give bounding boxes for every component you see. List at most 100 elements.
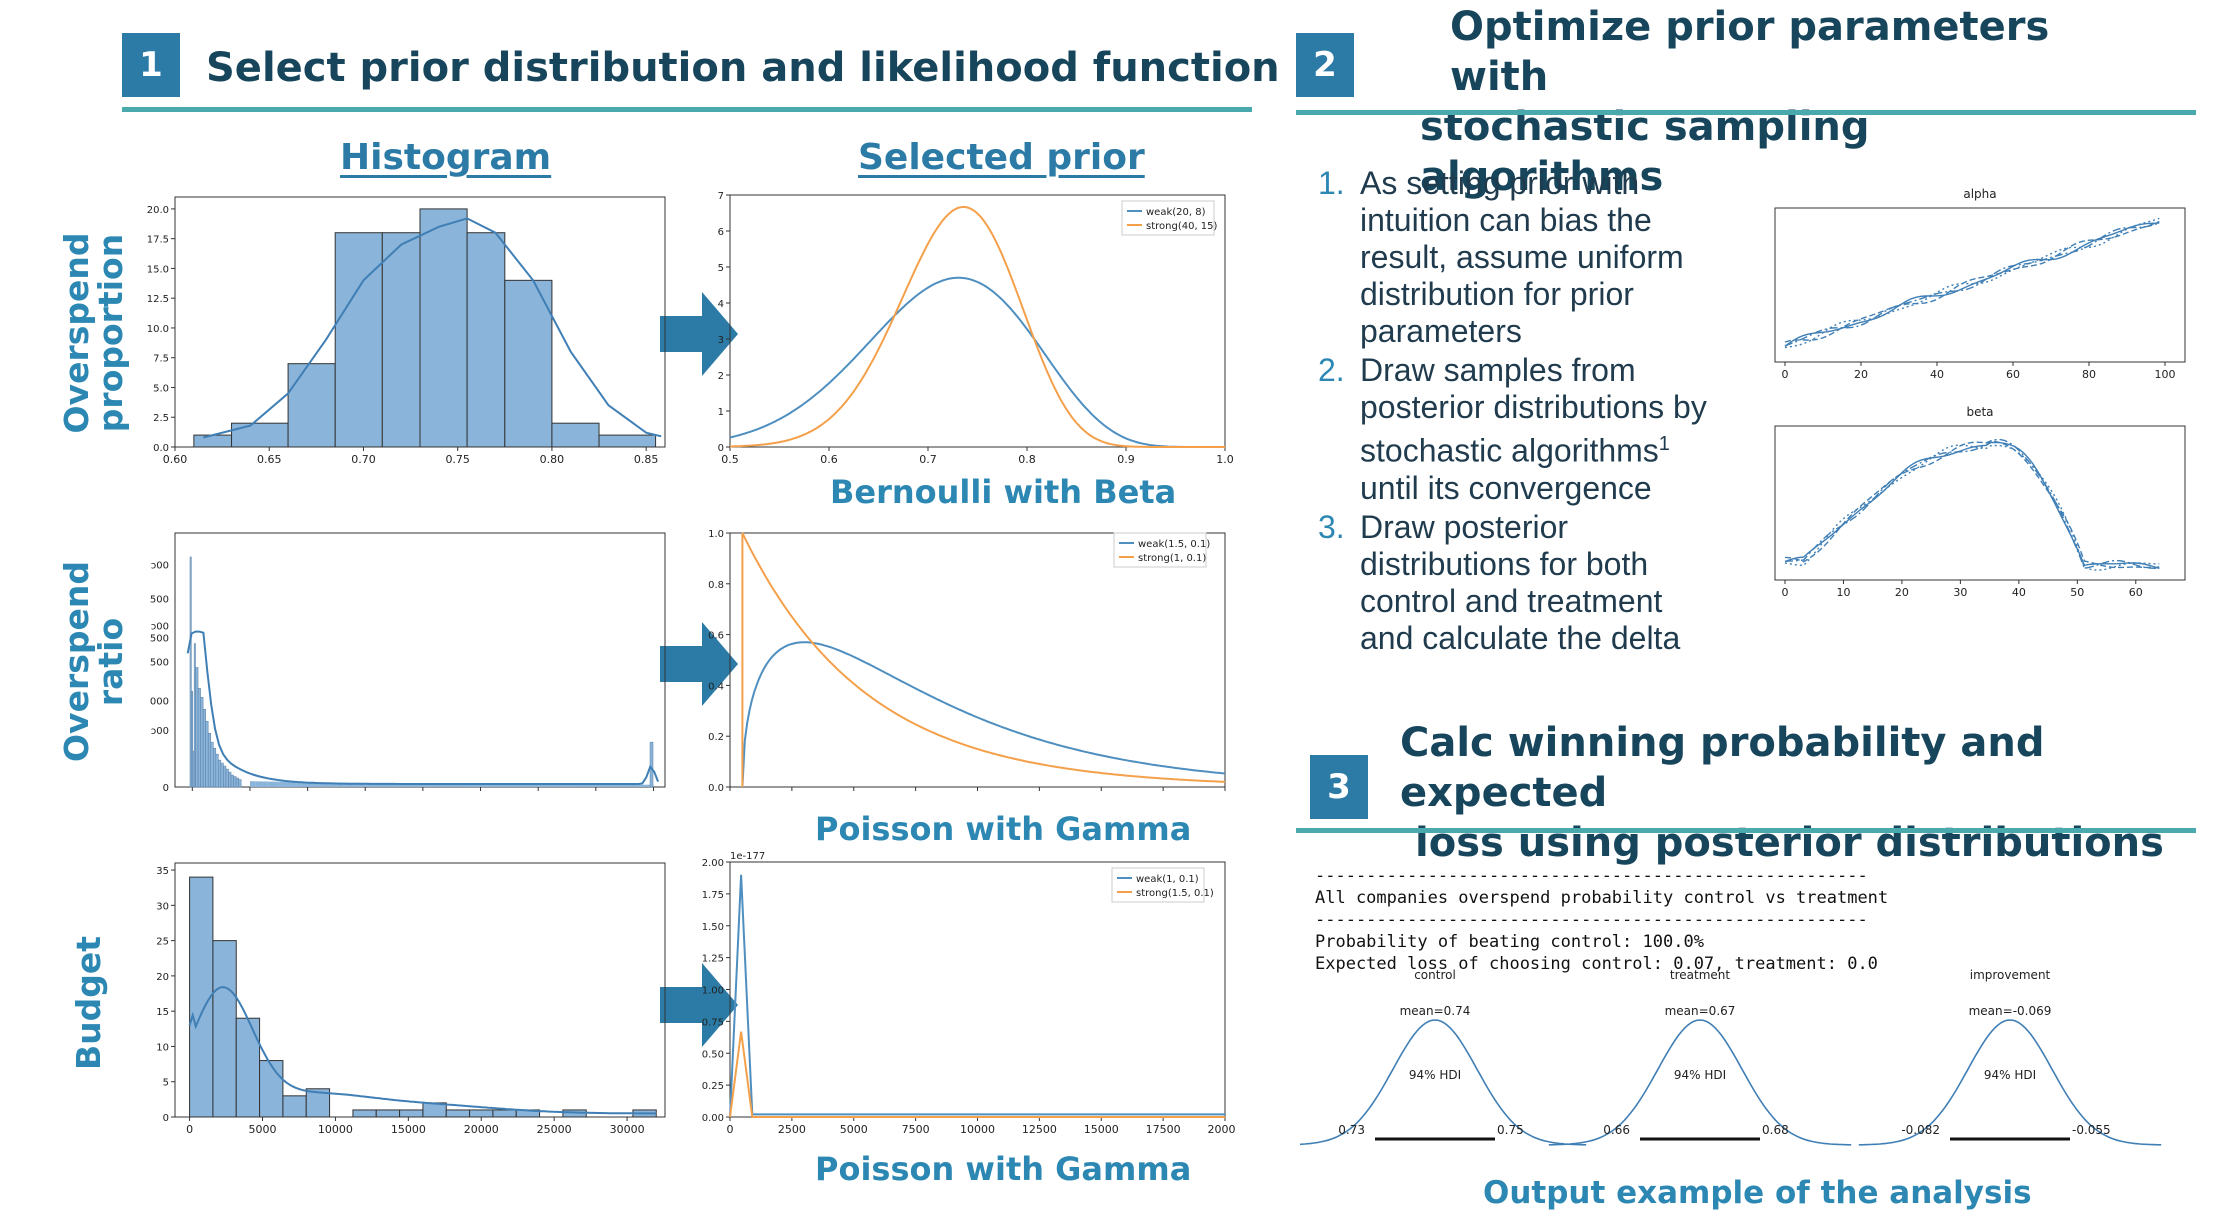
y-tick-label: 000 xyxy=(150,696,169,707)
histogram-bar xyxy=(202,709,206,788)
row-label-overspend-proportion: Overspend proportion xyxy=(57,218,130,448)
x-tick-label: 2500 xyxy=(778,1123,806,1135)
histogram-bar xyxy=(492,1109,517,1118)
legend-label: strong(40, 15) xyxy=(1146,221,1218,232)
histogram-bar xyxy=(267,781,273,787)
y-tick-label: 0.75 xyxy=(702,1017,724,1028)
y-tick-label: 17.5 xyxy=(147,235,169,246)
histogram-bar xyxy=(578,784,585,787)
y-tick-label: 1 xyxy=(718,407,724,418)
trace-line xyxy=(1784,441,2160,570)
panel-hdi-label: 94% HDI xyxy=(1674,1068,1726,1082)
x-tick-label: 1.0 xyxy=(299,793,317,795)
plot-frame xyxy=(174,532,666,788)
y-tick-label: 7.5 xyxy=(153,354,169,365)
histogram-bar xyxy=(419,208,468,448)
histogram-bar xyxy=(189,556,192,788)
x-tick-label: 15000 xyxy=(1084,1123,1119,1135)
histogram-bar xyxy=(301,782,308,787)
histogram-bar xyxy=(228,771,232,788)
histogram-bar xyxy=(417,783,423,787)
x-tick-label: 0.80 xyxy=(540,453,565,466)
histogram-bar xyxy=(595,784,602,787)
caption-poisson-gamma-1: Poisson with Gamma xyxy=(815,810,1192,848)
histogram-bar xyxy=(324,782,331,787)
y-tick-label: 2.5 xyxy=(153,413,169,424)
panel-hdi-label: 94% HDI xyxy=(1984,1068,2036,1082)
histogram-bar xyxy=(231,422,289,448)
x-tick-label: 40 xyxy=(1930,368,1944,381)
histogram-bar xyxy=(503,784,510,787)
y-tick-label: 6 xyxy=(718,227,724,238)
histogram-bar xyxy=(191,691,194,788)
x-tick-label: 4.0 xyxy=(1216,793,1234,795)
histogram-bar xyxy=(334,232,383,448)
x-tick-label: 0.70 xyxy=(351,453,376,466)
trace-line xyxy=(1784,440,2160,569)
histogram-bar xyxy=(353,782,360,787)
y-tick-label: 0.00 xyxy=(702,1113,724,1124)
x-tick-label: 60 xyxy=(2129,586,2143,599)
row-label-budget: Budget xyxy=(69,933,108,1073)
histogram-bar xyxy=(215,753,219,788)
x-tick-label: 2.0 xyxy=(969,793,987,795)
caption-bernoulli-beta: Bernoulli with Beta xyxy=(830,473,1177,511)
histogram-bar xyxy=(480,784,487,787)
histogram-bar xyxy=(463,783,469,787)
histogram-bar xyxy=(259,1060,284,1118)
histogram-bar xyxy=(207,732,211,788)
panel-mean-label: mean=0.67 xyxy=(1665,1004,1736,1018)
y-tick-label: 10 xyxy=(156,1042,169,1053)
histogram-bar xyxy=(223,765,227,788)
y-tick-label: 1.0 xyxy=(708,529,724,540)
histogram-bar xyxy=(457,783,464,787)
y-tick-label: 12.5 xyxy=(147,294,169,305)
y-tick-label: 0.50 xyxy=(702,1049,724,1060)
histogram-bar xyxy=(376,783,383,787)
y-tick-label: 0 xyxy=(163,1113,169,1124)
y-tick-label: 0.0 xyxy=(708,783,724,794)
y-tick-label: 500 xyxy=(150,595,169,606)
x-tick-label: 20 xyxy=(1854,368,1868,381)
x-tick-label: 1.0 xyxy=(845,793,863,795)
axis-scale-label: 1e-177 xyxy=(730,851,765,862)
histogram-bar xyxy=(440,783,446,787)
x-tick-label: 60 xyxy=(2006,368,2020,381)
histogram-bar xyxy=(220,762,224,788)
section-1-number: 1 xyxy=(122,33,180,97)
panel-title: improvement xyxy=(1970,968,2051,982)
histogram-bar xyxy=(613,784,619,787)
y-tick-label: 0.0 xyxy=(153,443,169,454)
histogram-bar xyxy=(255,781,262,787)
histogram-bar xyxy=(434,783,441,787)
legend-box xyxy=(1111,867,1205,903)
y-tick-label: 5 xyxy=(163,1078,169,1089)
histogram-bar xyxy=(218,759,222,788)
row-label-line: ratio xyxy=(91,617,130,707)
x-tick-label: 0 xyxy=(186,1123,193,1135)
histogram-bar xyxy=(549,784,556,787)
kde-line xyxy=(188,986,657,1115)
y-tick-label: 5 xyxy=(718,263,724,274)
row-label-line: Overspend xyxy=(57,561,96,762)
y-tick-label: 25 xyxy=(156,937,169,948)
histogram-bar xyxy=(411,783,418,787)
x-tick-label: 0.0 xyxy=(184,793,202,795)
histogram-bar xyxy=(200,697,204,788)
histogram-bar xyxy=(474,783,481,787)
hdi-high-label: 0.75 xyxy=(1497,1123,1524,1137)
posterior-curve xyxy=(1548,1019,1852,1146)
x-tick-label: 17500 xyxy=(1146,1123,1181,1135)
posterior-curve xyxy=(1858,1019,2162,1146)
x-tick-label: 0.6 xyxy=(820,453,838,466)
y-tick-label: 500 xyxy=(150,634,169,645)
x-tick-label: 0.0 xyxy=(721,793,739,795)
section-3-number: 3 xyxy=(1310,755,1368,819)
histogram-bar xyxy=(399,1109,424,1118)
histogram-bar xyxy=(195,667,199,788)
x-tick-label: 15000 xyxy=(391,1123,426,1135)
